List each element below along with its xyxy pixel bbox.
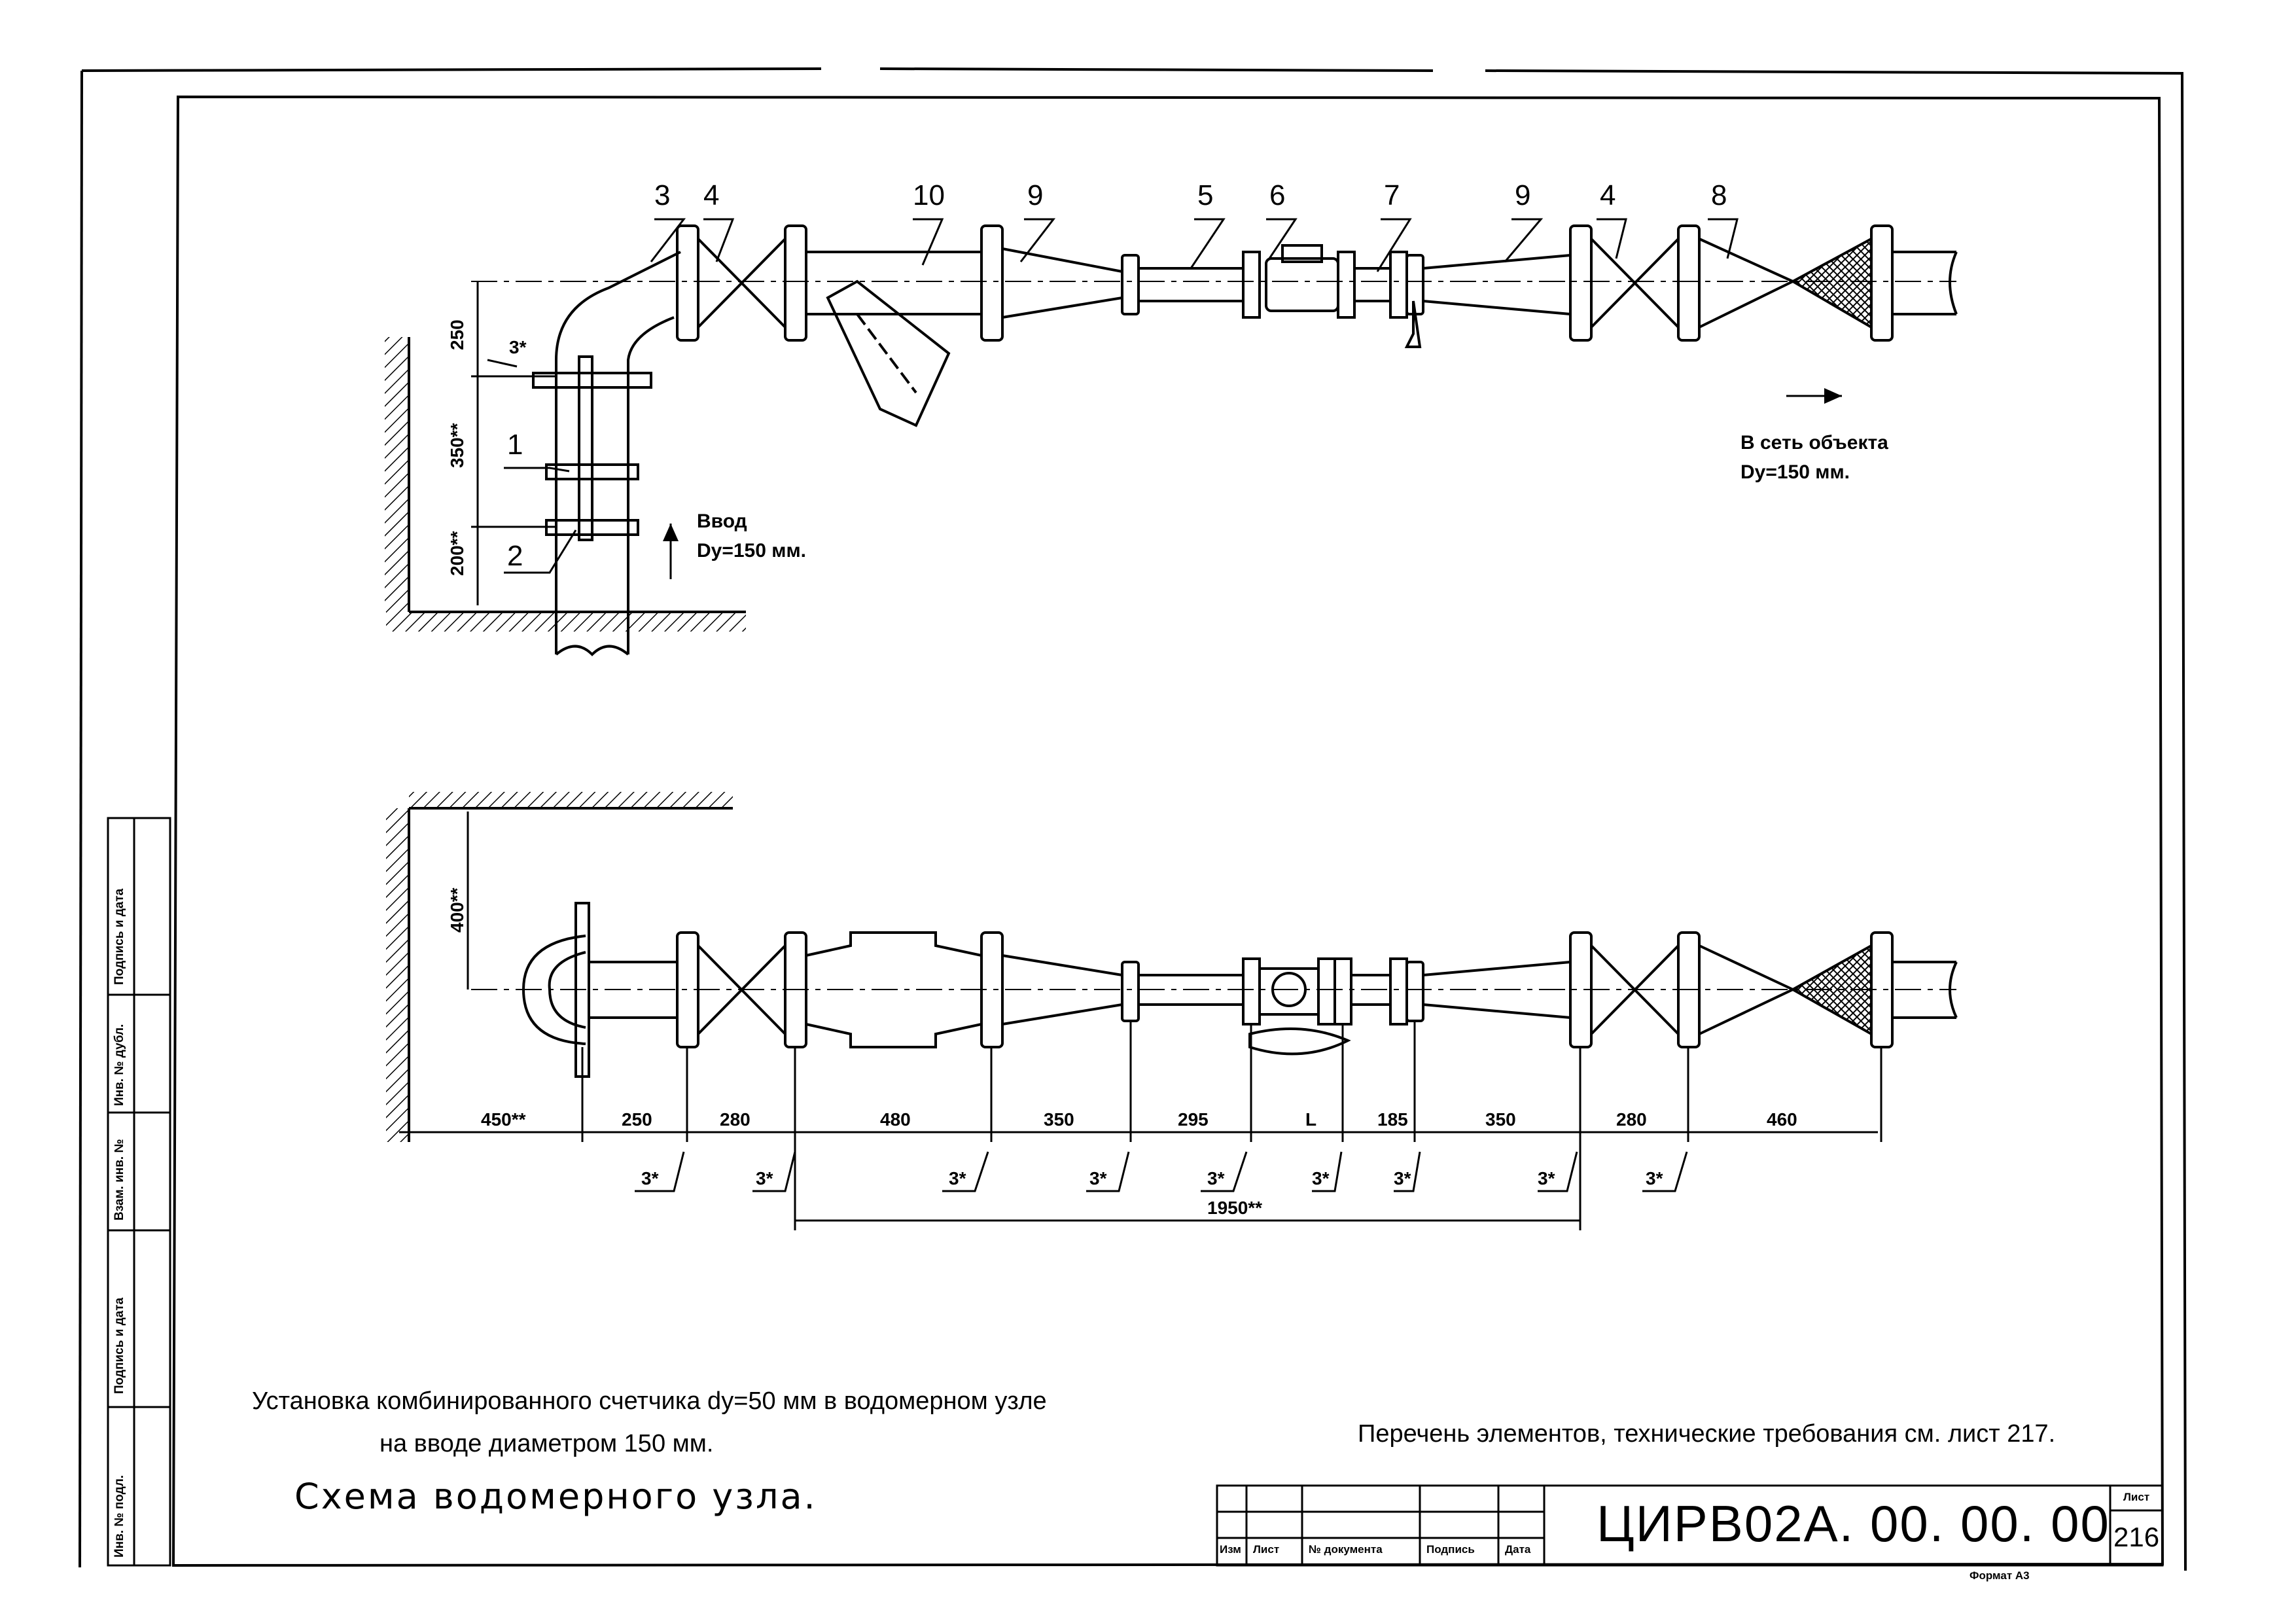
title-block-grid (1216, 1484, 2164, 1567)
weld-mark-5: 3* (1207, 1168, 1225, 1188)
callout-7: 7 (1384, 179, 1400, 211)
dim-185: 185 (1377, 1109, 1408, 1130)
dim-350b: 350 (1044, 1109, 1074, 1130)
callout-10: 10 (913, 179, 945, 211)
callout-5: 5 (1197, 179, 1214, 211)
callout-9b: 9 (1515, 179, 1531, 211)
scheme-title: Схема водомерного узла. (294, 1476, 817, 1517)
weld-mark-4: 3* (1089, 1168, 1107, 1188)
outlet-size: Dy=150 мм. (1740, 461, 1850, 483)
top-vertical-dims (471, 281, 556, 605)
top-callout-leaders (504, 218, 1739, 574)
top-view-drawing (385, 224, 1958, 656)
plan-dim-lines (399, 812, 1882, 1230)
dim-480: 480 (880, 1109, 911, 1130)
callout-4b: 4 (1600, 179, 1616, 211)
plan-view-drawing (386, 792, 1958, 1142)
callout-1: 1 (507, 429, 523, 461)
weld-mark-7: 3* (1394, 1168, 1411, 1188)
side-stamp-grid (107, 817, 171, 1567)
dim-350c: 350 (1485, 1109, 1516, 1130)
sheet-number: 216 (2113, 1522, 2160, 1552)
stamp-sign-date-1: Подпись и дата (113, 1297, 126, 1394)
dim-250: 250 (447, 319, 467, 350)
callout-9: 9 (1027, 179, 1044, 211)
stamp-inv-dubl: Инв. № дубл. (113, 1024, 126, 1106)
stamp-inv-podl: Инв. № подл. (113, 1474, 126, 1558)
flow-arrows (663, 388, 1842, 579)
dim-450: 450** (481, 1109, 526, 1130)
dim-400: 400** (447, 887, 467, 933)
weld-mark-2: 3* (756, 1168, 773, 1188)
col-izm: Изм (1220, 1543, 1241, 1556)
dim-280b: 280 (1616, 1109, 1647, 1130)
dim-1950: 1950** (1207, 1198, 1263, 1218)
weld-mark-top: 3* (509, 337, 527, 357)
dim-250b: 250 (622, 1109, 652, 1130)
dim-200: 200** (447, 531, 467, 576)
stamp-sign-date-2: Подпись и дата (113, 888, 126, 985)
col-doc: № документа (1309, 1543, 1383, 1556)
caption-line-1: Установка комбинированного счетчика dy=5… (252, 1387, 1047, 1415)
weld-mark-3: 3* (949, 1168, 966, 1188)
callout-8: 8 (1711, 179, 1727, 211)
weld-mark-1: 3* (641, 1168, 659, 1188)
dim-L: L (1305, 1109, 1317, 1130)
dim-280: 280 (720, 1109, 751, 1130)
outer-frame (79, 67, 2187, 1571)
dim-350: 350** (447, 423, 467, 468)
inlet-label: Ввод (697, 510, 747, 532)
reference-note: Перечень элементов, технические требован… (1358, 1420, 2056, 1448)
callout-3: 3 (654, 179, 671, 211)
col-date: Дата (1505, 1543, 1531, 1556)
dim-460: 460 (1767, 1109, 1797, 1130)
col-sign: Подпись (1426, 1543, 1475, 1556)
dim-295: 295 (1178, 1109, 1209, 1130)
caption-line-2: на вводе диаметром 150 мм. (380, 1430, 714, 1457)
weld-mark-8: 3* (1538, 1168, 1555, 1188)
weld-mark-9: 3* (1646, 1168, 1663, 1188)
callout-4: 4 (703, 179, 720, 211)
outlet-label: В сеть объекта (1740, 432, 1888, 454)
sheet-label: Лист (2123, 1491, 2150, 1503)
document-code: ЦИРВ02А. 00. 00. 00 (1597, 1495, 2110, 1552)
weld-mark-6: 3* (1312, 1168, 1330, 1188)
col-list: Лист (1253, 1543, 1280, 1556)
callout-6: 6 (1269, 179, 1286, 211)
format-label: Формат А3 (1969, 1569, 2030, 1582)
inlet-size: Dy=150 мм. (697, 540, 806, 562)
stamp-vzam-inv: Взам. инв. № (113, 1139, 126, 1221)
callout-2: 2 (507, 540, 523, 572)
